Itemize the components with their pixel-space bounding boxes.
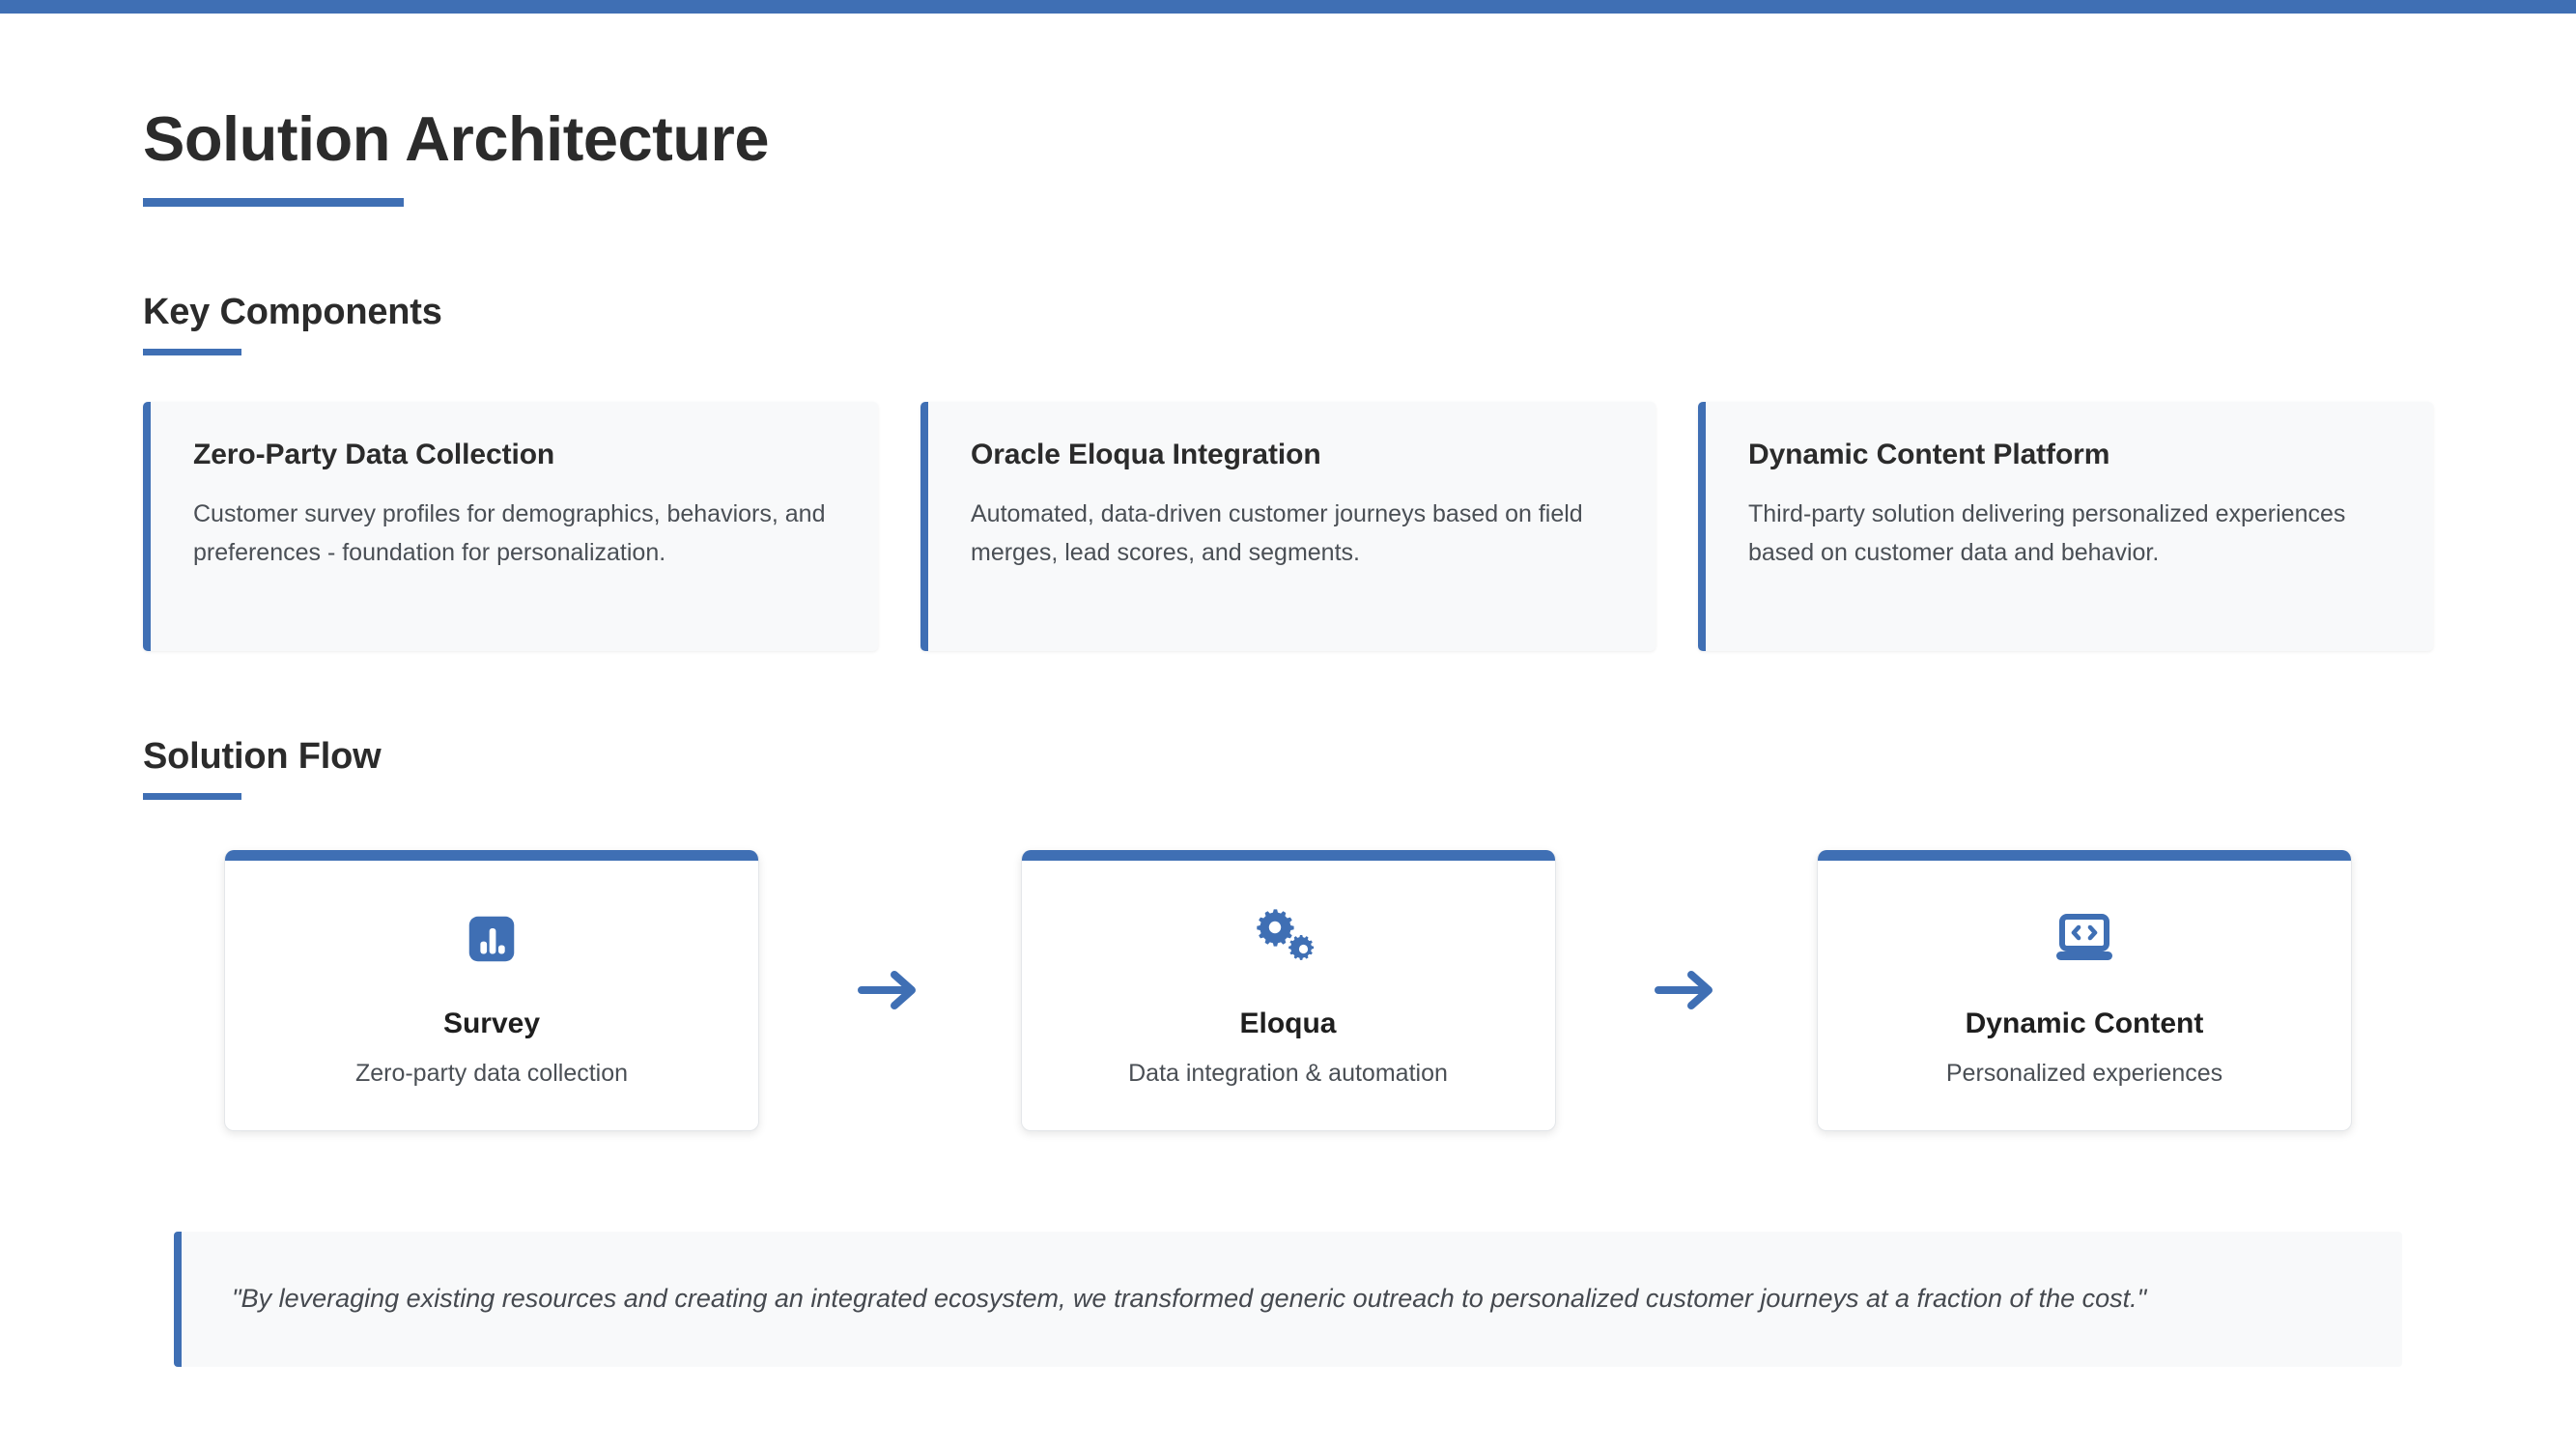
component-card-dynamic-content-platform[interactable]: Dynamic Content Platform Third-party sol… xyxy=(1698,401,2433,651)
slide-content: Solution Architecture Key Components Zer… xyxy=(0,14,2576,1367)
quote-text: "By leveraging existing resources and cr… xyxy=(232,1283,2147,1313)
component-card-oracle-eloqua-integration[interactable]: Oracle Eloqua Integration Automated, dat… xyxy=(920,401,1656,651)
bar-chart-icon xyxy=(225,897,758,980)
component-card-zero-party-data-collection[interactable]: Zero-Party Data Collection Customer surv… xyxy=(143,401,878,651)
solution-flow-section: Solution Flow Survey Zero-p xyxy=(143,736,2433,1131)
flow-card-title: Survey xyxy=(442,1007,541,1039)
solution-flow-heading: Solution Flow xyxy=(143,735,382,777)
key-components-row: Zero-Party Data Collection Customer surv… xyxy=(143,401,2433,651)
key-components-heading: Key Components xyxy=(143,291,442,332)
component-card-description: Third-party solution delivering personal… xyxy=(1748,499,2346,567)
component-card-description: Customer survey profiles for demographic… xyxy=(193,499,826,567)
page-title: Solution Architecture xyxy=(143,103,769,174)
solution-flow-row: Survey Zero-party data collection xyxy=(143,849,2433,1131)
gears-icon xyxy=(1022,897,1555,980)
top-accent-bar xyxy=(0,0,2576,14)
component-card-title: Oracle Eloqua Integration xyxy=(971,438,1321,470)
flow-card-title: Dynamic Content xyxy=(1965,1007,2204,1039)
flow-card-top-accent xyxy=(1818,849,2351,861)
flow-card-survey[interactable]: Survey Zero-party data collection xyxy=(224,849,759,1131)
page-title-underline xyxy=(143,197,404,207)
quote-section: "By leveraging existing resources and cr… xyxy=(143,1231,2433,1367)
flow-card-top-accent xyxy=(1021,849,1555,861)
component-card-title: Zero-Party Data Collection xyxy=(193,438,555,470)
quote-block: "By leveraging existing resources and cr… xyxy=(174,1231,2402,1367)
flow-card-subtitle: Zero-party data collection xyxy=(354,1059,629,1087)
arrow-right-icon xyxy=(1556,964,1818,1016)
flow-card-title: Eloqua xyxy=(1239,1007,1337,1039)
key-components-underline xyxy=(143,348,241,355)
component-card-description: Automated, data-driven customer journeys… xyxy=(971,499,1583,567)
flow-card-subtitle: Data integration & automation xyxy=(1128,1059,1448,1087)
solution-flow-underline xyxy=(143,792,241,800)
arrow-right-icon xyxy=(759,964,1021,1016)
flow-card-top-accent xyxy=(225,849,758,861)
flow-card-dynamic-content[interactable]: Dynamic Content Personalized experiences xyxy=(1817,849,2352,1131)
component-card-title: Dynamic Content Platform xyxy=(1748,438,2110,470)
flow-card-eloqua[interactable]: Eloqua Data integration & automation xyxy=(1020,849,1556,1131)
flow-card-subtitle: Personalized experiences xyxy=(1945,1059,2223,1087)
key-components-section: Key Components Zero-Party Data Collectio… xyxy=(143,292,2433,651)
laptop-code-icon xyxy=(1818,897,2351,980)
